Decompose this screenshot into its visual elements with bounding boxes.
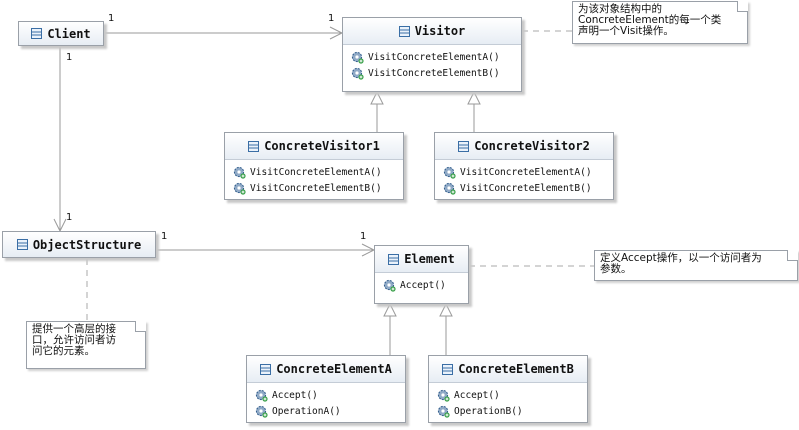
operation[interactable]: VisitConcreteElementA() — [233, 164, 403, 180]
class-concrete-element-a[interactable]: ConcreteElementA Accept() OperationA() — [246, 355, 406, 423]
operation-label: Accept() — [454, 389, 500, 401]
operations-list: VisitConcreteElementA() VisitConcreteEle… — [225, 160, 403, 196]
class-header: ConcreteVisitor1 — [225, 133, 403, 160]
class-icon — [388, 253, 400, 265]
operations-list: Accept() — [375, 273, 468, 293]
operation[interactable]: Accept() — [383, 277, 468, 293]
operation-gear-icon — [437, 405, 450, 418]
class-header: Client — [19, 22, 103, 45]
operation-label: VisitConcreteElementA() — [368, 51, 500, 63]
note-fold-corner — [135, 321, 146, 332]
operation-label: VisitConcreteElementB() — [368, 67, 500, 79]
note-text: 为该对象结构中的 ConcreteElement的每一个类 声明一个Visit操… — [578, 3, 722, 37]
inheritance-concreteelementb-arrow — [439, 302, 453, 317]
operation[interactable]: VisitConcreteElementB() — [233, 180, 403, 196]
class-icon — [442, 363, 454, 375]
class-icon — [458, 140, 470, 152]
operation-gear-icon — [383, 279, 396, 292]
operation[interactable]: VisitConcreteElementB() — [443, 180, 613, 196]
operation-label: VisitConcreteElementB() — [250, 182, 382, 194]
class-icon — [31, 28, 43, 39]
class-element[interactable]: Element Accept() — [374, 245, 469, 304]
class-name: ConcreteVisitor2 — [474, 139, 590, 153]
operation[interactable]: Accept() — [255, 387, 405, 403]
operation-label: Accept() — [400, 279, 446, 291]
class-concrete-visitor2[interactable]: ConcreteVisitor2 VisitConcreteElementA()… — [434, 132, 614, 200]
operation-gear-icon — [255, 389, 268, 402]
class-concrete-element-b[interactable]: ConcreteElementB Accept() OperationB() — [428, 355, 588, 423]
class-icon — [398, 25, 410, 37]
class-icon — [248, 140, 260, 152]
multiplicity-client-objectstructure-target: 1 — [66, 212, 73, 223]
operation[interactable]: OperationA() — [255, 403, 405, 419]
note-objectstructure[interactable]: 提供一个高层的接 口，允许访问者访 问它的元素。 — [26, 321, 146, 369]
note-text: 提供一个高层的接 口，允许访问者访 问它的元素。 — [32, 323, 116, 357]
class-concrete-visitor1[interactable]: ConcreteVisitor1 VisitConcreteElementA()… — [224, 132, 404, 200]
note-fold-corner — [737, 1, 748, 12]
class-object-structure[interactable]: ObjectStructure — [2, 231, 156, 258]
class-name: ConcreteElementA — [276, 362, 392, 376]
operations-list: Accept() OperationA() — [247, 383, 405, 419]
operation-gear-icon — [351, 51, 364, 64]
class-name: ObjectStructure — [32, 237, 142, 252]
operation[interactable]: OperationB() — [437, 403, 587, 419]
class-name: Visitor — [414, 24, 466, 38]
operation-label: OperationA() — [272, 405, 341, 417]
operations-list: Accept() OperationB() — [429, 383, 587, 419]
class-header: ConcreteElementA — [247, 356, 405, 383]
operation-label: Accept() — [272, 389, 318, 401]
operation[interactable]: VisitConcreteElementA() — [443, 164, 613, 180]
class-name: Element — [404, 252, 455, 266]
class-name: Client — [47, 26, 91, 41]
class-header: ConcreteElementB — [429, 356, 587, 383]
operation-gear-icon — [437, 389, 450, 402]
class-header: Element — [375, 246, 468, 273]
class-header: ObjectStructure — [3, 232, 155, 257]
operation-label: OperationB() — [454, 405, 523, 417]
operation-label: VisitConcreteElementB() — [460, 182, 592, 194]
operation-gear-icon — [255, 405, 268, 418]
operation-gear-icon — [351, 67, 364, 80]
operation-label: VisitConcreteElementA() — [250, 166, 382, 178]
class-client[interactable]: Client — [18, 21, 104, 46]
operation[interactable]: VisitConcreteElementA() — [351, 49, 521, 65]
multiplicity-client-visitor-source: 1 — [108, 13, 115, 24]
operation[interactable]: Accept() — [437, 387, 587, 403]
class-name: ConcreteVisitor1 — [264, 139, 380, 153]
class-visitor[interactable]: Visitor VisitConcreteElementA() VisitCon… — [342, 17, 522, 92]
operation-gear-icon — [443, 166, 456, 179]
multiplicity-objectstructure-element-target: 1 — [360, 231, 367, 242]
operations-list: VisitConcreteElementA() VisitConcreteEle… — [343, 45, 521, 81]
operations-list: VisitConcreteElementA() VisitConcreteEle… — [435, 160, 613, 196]
inheritance-concretevisitor1-arrow — [370, 90, 384, 105]
class-header: ConcreteVisitor2 — [435, 133, 613, 160]
multiplicity-client-visitor-target: 1 — [328, 13, 335, 24]
operation-label: VisitConcreteElementA() — [460, 166, 592, 178]
operation-gear-icon — [233, 166, 246, 179]
class-name: ConcreteElementB — [458, 362, 574, 376]
class-icon — [16, 239, 28, 250]
inheritance-concreteelementa-arrow — [383, 302, 397, 317]
note-fold-corner — [787, 250, 798, 261]
class-header: Visitor — [343, 18, 521, 45]
note-text: 定义Accept操作，以一个访问者为 参数。 — [600, 252, 762, 275]
multiplicity-client-objectstructure-source: 1 — [66, 52, 73, 63]
operation-gear-icon — [443, 182, 456, 195]
note-visitor[interactable]: 为该对象结构中的 ConcreteElement的每一个类 声明一个Visit操… — [572, 1, 748, 44]
class-icon — [260, 363, 272, 375]
multiplicity-objectstructure-element-source: 1 — [161, 231, 168, 242]
operation[interactable]: VisitConcreteElementB() — [351, 65, 521, 81]
note-element[interactable]: 定义Accept操作，以一个访问者为 参数。 — [594, 250, 798, 281]
operation-gear-icon — [233, 182, 246, 195]
inheritance-concretevisitor2-arrow — [467, 90, 481, 105]
